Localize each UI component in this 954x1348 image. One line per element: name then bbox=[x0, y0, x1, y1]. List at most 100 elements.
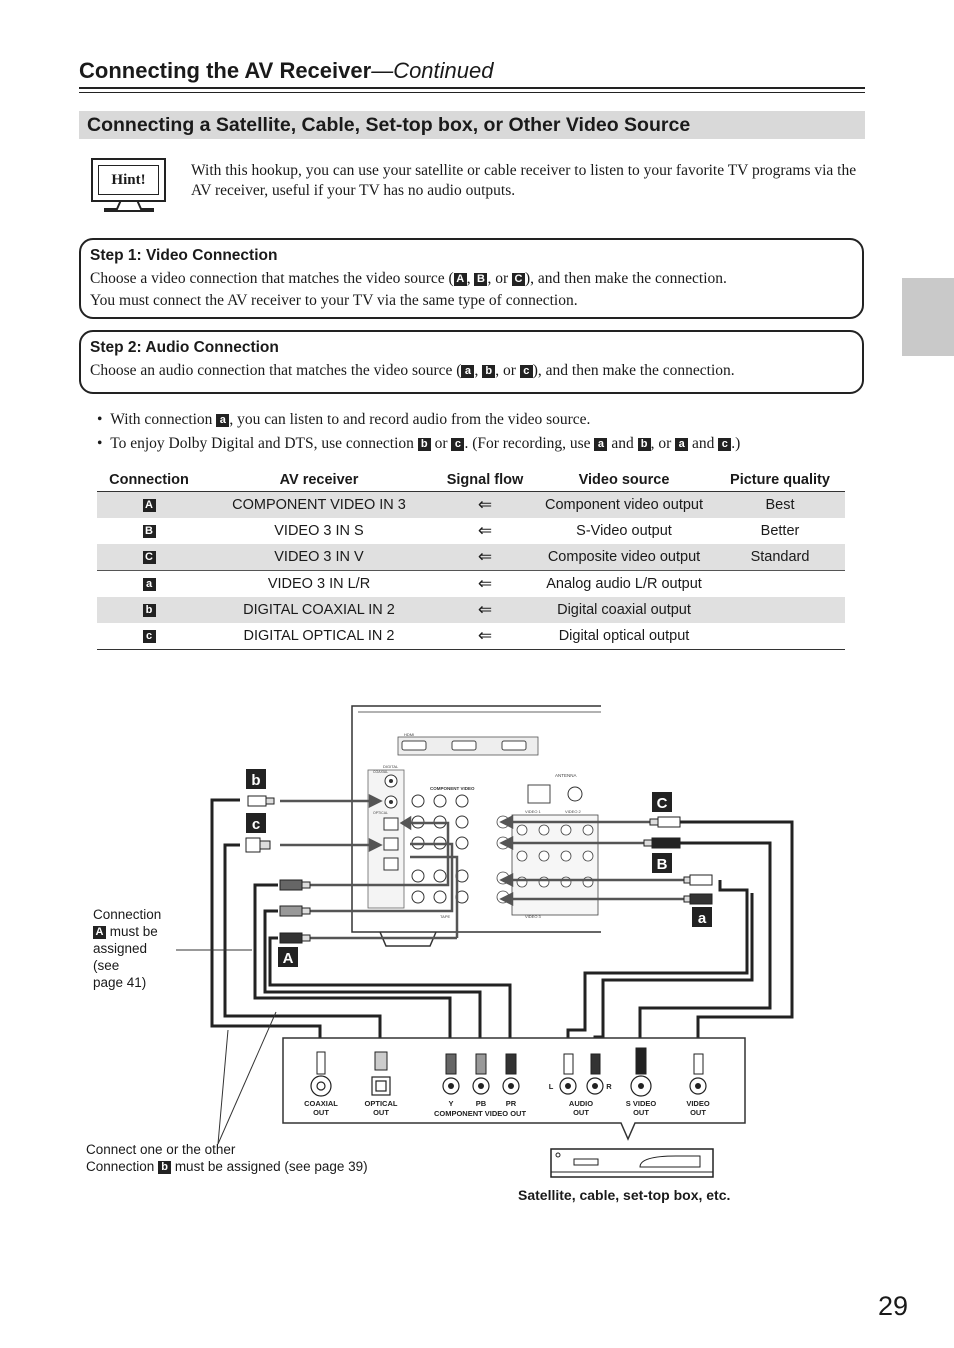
l-label: L bbox=[549, 1082, 554, 1091]
cell-source: Analog audio L/R output bbox=[533, 570, 715, 597]
col-header: Signal flow bbox=[437, 470, 533, 492]
component-out-label: COMPONENT VIDEO OUT bbox=[434, 1109, 527, 1118]
note-text: must be assigned (see page 39) bbox=[171, 1159, 368, 1174]
badge-A: A bbox=[142, 499, 156, 512]
rx-video1-label: VIDEO 1 bbox=[525, 809, 542, 814]
badge-c: c bbox=[142, 630, 156, 643]
rx-tape-label: TAPE bbox=[440, 914, 450, 919]
badge-b: b bbox=[417, 438, 431, 451]
cell-quality bbox=[715, 597, 845, 623]
coaxial-label: COAXIAL bbox=[304, 1099, 338, 1108]
signal-arrows bbox=[280, 793, 685, 940]
cell-av: VIDEO 3 IN V bbox=[201, 544, 437, 571]
sep: , bbox=[474, 362, 483, 379]
badge-a: a bbox=[142, 578, 156, 591]
connection-markers: b c A C B a bbox=[246, 769, 712, 967]
badge-B: B bbox=[474, 273, 488, 286]
marker-b: b bbox=[251, 772, 260, 789]
rx-video2-label: VIDEO 2 bbox=[565, 809, 582, 814]
badge-c: c bbox=[451, 438, 465, 451]
table-row: B VIDEO 3 IN S ⇐ S-Video output Better bbox=[97, 518, 845, 544]
signal-arrow: ⇐ bbox=[437, 623, 533, 650]
svideo-label: S VIDEO bbox=[626, 1099, 657, 1108]
badge-c: c bbox=[718, 438, 732, 451]
video-out-label: OUT bbox=[690, 1108, 706, 1117]
note-line: Connection bbox=[93, 907, 162, 922]
col-header: Video source bbox=[533, 470, 715, 492]
cell-source: S-Video output bbox=[576, 523, 672, 539]
signal-arrow: ⇐ bbox=[437, 570, 533, 597]
table-row: a VIDEO 3 IN L/R ⇐ Analog audio L/R outp… bbox=[97, 570, 845, 597]
badge-c: c bbox=[519, 365, 533, 378]
cell-av: DIGITAL COAXIAL IN 2 bbox=[201, 597, 437, 623]
cell-source: Component video output bbox=[533, 491, 715, 518]
note-connection-A: Connection A must be assigned (see page … bbox=[93, 906, 161, 991]
rx-coaxial-label: COAXIAL bbox=[373, 770, 388, 774]
rx-hdmi-label: HDMI bbox=[404, 732, 414, 737]
component-y-cable bbox=[253, 883, 452, 1052]
sep: , or bbox=[650, 435, 676, 452]
signal-arrow: ⇐ bbox=[437, 597, 533, 623]
side-tab bbox=[902, 278, 954, 356]
bullet-2: • To enjoy Dolby Digital and DTS, use co… bbox=[97, 435, 741, 452]
section-bar: Connecting a Satellite, Cable, Set-top b… bbox=[79, 111, 865, 139]
step1-title: Step 1: Video Connection bbox=[90, 247, 278, 264]
header-title: Connecting the AV Receiver bbox=[79, 58, 372, 83]
col-header: Connection bbox=[97, 470, 201, 492]
cell-source: Digital optical output bbox=[533, 623, 715, 650]
sep: , or bbox=[487, 270, 513, 287]
cell-quality bbox=[715, 570, 845, 597]
rx-video3-label: VIDEO 3 bbox=[525, 914, 542, 919]
coaxial-out-label: OUT bbox=[313, 1108, 329, 1117]
step1-text-pre: Choose a video connection that matches t… bbox=[90, 270, 454, 287]
col-header: AV receiver bbox=[201, 470, 437, 492]
bullet-text: .) bbox=[731, 435, 741, 452]
video-label: VIDEO bbox=[686, 1099, 710, 1108]
bullet-text: , you can listen to and record audio fro… bbox=[229, 411, 591, 428]
badge-C: C bbox=[142, 551, 156, 564]
step1-line1: Choose a video connection that matches t… bbox=[90, 268, 727, 290]
coaxial-cable bbox=[210, 798, 322, 1050]
audio-label: AUDIO bbox=[569, 1099, 593, 1108]
table-row: b DIGITAL COAXIAL IN 2 ⇐ Digital coaxial… bbox=[97, 597, 845, 623]
note-text: must be bbox=[109, 924, 158, 939]
signal-arrow: ⇐ bbox=[437, 491, 533, 518]
header-continued: —Continued bbox=[371, 58, 494, 83]
bullet-text: . (For recording, use bbox=[464, 435, 595, 452]
marker-B: B bbox=[657, 856, 668, 873]
video-cable bbox=[680, 820, 794, 1050]
plugs bbox=[245, 795, 713, 944]
badge-a: a bbox=[216, 414, 230, 427]
bullet-1: • With connection a, you can listen to a… bbox=[97, 411, 591, 428]
step1-line2: You must connect the AV receiver to your… bbox=[90, 292, 578, 309]
section-title: Connecting a Satellite, Cable, Set-top b… bbox=[87, 114, 691, 136]
hint-label: Hint! bbox=[98, 165, 159, 195]
cell-quality: Best bbox=[715, 491, 845, 518]
badge-A: A bbox=[453, 273, 467, 286]
sep: or bbox=[430, 435, 452, 452]
cell-quality bbox=[715, 623, 845, 650]
optical-out-label: OUT bbox=[373, 1108, 389, 1117]
audio-out-label: OUT bbox=[573, 1108, 589, 1117]
cell-quality: Better bbox=[760, 523, 800, 539]
note-line: (see bbox=[93, 958, 120, 973]
sep: and bbox=[607, 435, 638, 452]
note-text: Connection bbox=[86, 1159, 159, 1174]
note-line: A must be bbox=[93, 923, 161, 940]
step1-box: Step 1: Video Connection Choose a video … bbox=[79, 238, 864, 319]
r-label: R bbox=[606, 1082, 612, 1091]
cell-av: VIDEO 3 IN L/R bbox=[201, 570, 437, 597]
header-rule bbox=[79, 87, 865, 89]
table-row: c DIGITAL OPTICAL IN 2 ⇐ Digital optical… bbox=[97, 623, 845, 650]
optical-cable bbox=[223, 843, 382, 1050]
marker-a: a bbox=[698, 910, 707, 927]
svideo-out-label: OUT bbox=[633, 1108, 649, 1117]
col-header: Picture quality bbox=[715, 470, 845, 492]
badge-b: b bbox=[482, 365, 496, 378]
rx-component-label: COMPONENT VIDEO bbox=[430, 786, 475, 791]
table-row: C VIDEO 3 IN V ⇐ Composite video output … bbox=[97, 544, 845, 571]
badge-a: a bbox=[594, 438, 608, 451]
tv-stand-icon bbox=[104, 200, 154, 212]
cell-source: Digital coaxial output bbox=[533, 597, 715, 623]
badge-b: b bbox=[637, 438, 651, 451]
